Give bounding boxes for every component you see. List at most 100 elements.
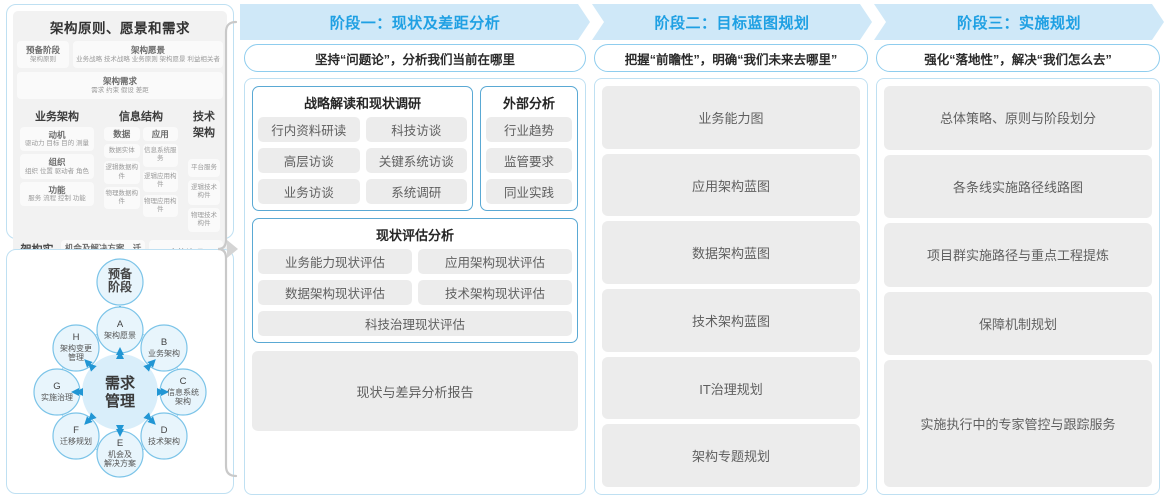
cell-head: 数据	[113, 129, 131, 140]
chip-item[interactable]: 高层访谈	[258, 148, 360, 173]
phase-header-2[interactable]: 阶段二：目标蓝图规划	[592, 4, 872, 40]
phase-subheader-1[interactable]: 坚持“问题论”，分析我们当前在哪里	[244, 44, 586, 72]
domain-technology-title: 技术架构	[193, 111, 215, 140]
svg-text:架构: 架构	[175, 396, 191, 406]
cell-sub: 逻辑技术构件	[191, 184, 217, 200]
chip-row: 监管要求	[486, 148, 572, 173]
phase-1-body: 战略解读和现状调研 行内资料研读 科技访谈 高层访谈 关键系统访谈 业务访谈 系…	[244, 78, 586, 495]
cell-sub: 信息系统服务	[144, 147, 177, 163]
list-item[interactable]: 技术架构蓝图	[602, 289, 860, 352]
bracket-connector	[217, 20, 238, 478]
phase-3-body: 总体策略、原则与阶段划分 各条线实施路径线路图 项目群实施路径与重点工程提炼 保…	[876, 78, 1160, 495]
svg-text:架构变更: 架构变更	[60, 343, 92, 353]
chip-item[interactable]: 同业实践	[486, 179, 572, 204]
cell-sub: 物理技术构件	[191, 211, 217, 227]
chip-item[interactable]: 行业趋势	[486, 117, 572, 142]
domain-cell: 数据实体	[104, 144, 140, 159]
cell-head: 应用	[151, 129, 169, 140]
framework-inner: 架构原则、愿景和需求 预备阶段 架构原则 架构愿景 业务战略 技术战略 业务原则…	[13, 11, 227, 281]
chip-item[interactable]: 关键系统访谈	[365, 148, 467, 173]
chip-item[interactable]: 系统调研	[365, 179, 467, 204]
prep-stage-head: 预备阶段	[25, 45, 60, 55]
phase-header-3-label: 阶段三：实施规划	[956, 14, 1081, 32]
domain-cell: 逻辑应用构件	[142, 169, 178, 192]
adm-svg: 预备 阶段 需求 管理 A 架构愿景 B 业务架构	[33, 258, 207, 478]
chip-row: 科技治理现状评估	[258, 311, 572, 336]
list-item[interactable]: 各条线实施路径线路图	[884, 154, 1152, 218]
svg-text:迁移规划: 迁移规划	[60, 436, 92, 446]
svg-text:E: E	[117, 438, 123, 449]
svg-text:C: C	[180, 376, 187, 387]
architecture-vision-head: 架构愿景	[130, 45, 165, 55]
chip-row: 行业趋势	[486, 117, 572, 142]
phase-subheader-3[interactable]: 强化“落地性”，解决“我们怎么去”	[876, 44, 1160, 72]
list-item[interactable]: 实施执行中的专家管控与跟踪服务	[884, 360, 1152, 487]
chip-row: 数据架构现状评估 技术架构现状评估	[258, 280, 572, 305]
cell-sub: 逻辑应用构件	[144, 172, 177, 188]
svg-text:管理: 管理	[68, 352, 84, 362]
list-item[interactable]: 总体策略、原则与阶段划分	[884, 86, 1152, 150]
chip-item[interactable]: 科技访谈	[365, 117, 467, 142]
phase-header-1[interactable]: 阶段一：现状及差距分析	[240, 4, 590, 40]
chip-item[interactable]: 业务能力现状评估	[258, 249, 412, 274]
phase-subheaders-row: 坚持“问题论”，分析我们当前在哪里 把握“前瞻性”，明确“我们未来去哪里” 强化…	[240, 44, 1164, 72]
prep-stage-sub: 架构原则	[30, 55, 56, 63]
svg-text:B: B	[161, 337, 167, 348]
domain-information-structure: 信息结构 数据 数据实体 逻辑数据构件	[101, 104, 181, 235]
togaf-content-framework: 架构原则、愿景和需求 预备阶段 架构原则 架构愿景 业务战略 技术战略 业务原则…	[6, 4, 234, 281]
cell-sub: 服务 流程 控制 功能	[28, 194, 86, 202]
framework-row-2: 架构需求 需求 约束 假设 差距	[17, 72, 223, 100]
domain-business-title: 业务架构	[35, 111, 79, 124]
chip-row: 行内资料研读 科技访谈	[258, 117, 467, 142]
phase-subheader-2-label: 把握“前瞻性”，明确“我们未来去哪里”	[624, 52, 838, 67]
adm-cycle-diagram: 预备 阶段 需求 管理 A 架构愿景 B 业务架构	[6, 249, 234, 494]
group-strategy-research: 战略解读和现状调研 行内资料研读 科技访谈 高层访谈 关键系统访谈 业务访谈 系…	[252, 86, 473, 211]
list-item[interactable]: IT治理规划	[602, 356, 860, 420]
chip-item[interactable]: 数据架构现状评估	[258, 280, 412, 305]
framework-row-1: 预备阶段 架构原则 架构愿景 业务战略 技术战略 业务原则 架构愿景 利益相关者	[17, 41, 223, 69]
list-item[interactable]: 架构专题规划	[602, 424, 860, 488]
list-item[interactable]: 业务能力图	[602, 86, 860, 149]
cell-head: 组织	[48, 157, 66, 168]
framework-domain-band: 业务架构 动机 驱动力 目标 目的 测量 组织 组织 位置 驱动者 角色 功能 …	[17, 104, 223, 235]
svg-text:A: A	[117, 319, 124, 330]
cell-sub: 驱动力 目标 目的 测量	[25, 140, 89, 148]
phases-container: 阶段一：现状及差距分析 阶段二：目标蓝图规划 阶段三：实施规划 坚持“问题论”，…	[240, 4, 1164, 495]
phase-header-3[interactable]: 阶段三：实施规划	[874, 4, 1164, 40]
group-external-analysis: 外部分析 行业趋势 监管要求 同业实践	[480, 86, 578, 211]
domain-technology-architecture: 技术架构 平台服务 逻辑技术构件 物理技术构件	[185, 104, 223, 235]
architecture-requirements-box: 架构需求 需求 约束 假设 差距	[17, 72, 223, 100]
list-item[interactable]: 项目群实施路径与重点工程提炼	[884, 223, 1152, 287]
chip-item[interactable]: 应用架构现状评估	[418, 249, 572, 274]
svg-text:解决方案: 解决方案	[104, 458, 136, 468]
phase-1-report-box[interactable]: 现状与差异分析报告	[252, 351, 578, 431]
chip-row: 高层访谈 关键系统访谈	[258, 148, 467, 173]
domain-cell: 物理技术构件	[188, 207, 220, 232]
chip-row: 业务访谈 系统调研	[258, 179, 467, 204]
cell-sub: 物理应用构件	[144, 197, 177, 213]
architecture-vision-box: 架构愿景 业务战略 技术战略 业务原则 架构愿景 利益相关者	[73, 41, 223, 69]
cell-sub: 逻辑数据构件	[105, 164, 139, 180]
architecture-requirements-head: 架构需求	[102, 76, 137, 87]
chip-item[interactable]: 行内资料研读	[258, 117, 360, 142]
cell-sub: 物理数据构件	[105, 189, 139, 205]
list-item[interactable]: 数据架构蓝图	[602, 221, 860, 285]
svg-text:信息系统: 信息系统	[167, 387, 199, 397]
phase-header-2-label: 阶段二：目标蓝图规划	[654, 14, 810, 32]
domain-cell: 动机 驱动力 目标 目的 测量	[20, 127, 94, 152]
group-current-state-assessment-title: 现状评估分析	[375, 228, 454, 243]
domain-cell: 数据	[104, 127, 140, 142]
list-item[interactable]: 应用架构蓝图	[602, 153, 860, 217]
svg-text:G: G	[53, 381, 60, 392]
chip-item[interactable]: 技术架构现状评估	[418, 280, 572, 305]
chip-row: 同业实践	[486, 179, 572, 204]
chip-item[interactable]: 科技治理现状评估	[258, 311, 572, 336]
phase-subheader-2[interactable]: 把握“前瞻性”，明确“我们未来去哪里”	[594, 44, 868, 72]
list-item[interactable]: 保障机制规划	[884, 291, 1152, 355]
phase-3-list: 总体策略、原则与阶段划分 各条线实施路径线路图 项目群实施路径与重点工程提炼 保…	[884, 86, 1152, 487]
chip-item[interactable]: 业务访谈	[258, 179, 360, 204]
domain-cell: 组织 组织 位置 驱动者 角色	[20, 154, 94, 179]
chip-item[interactable]: 监管要求	[486, 148, 572, 173]
group-strategy-research-title: 战略解读和现状调研	[303, 96, 421, 111]
svg-text:需求: 需求	[105, 374, 136, 392]
